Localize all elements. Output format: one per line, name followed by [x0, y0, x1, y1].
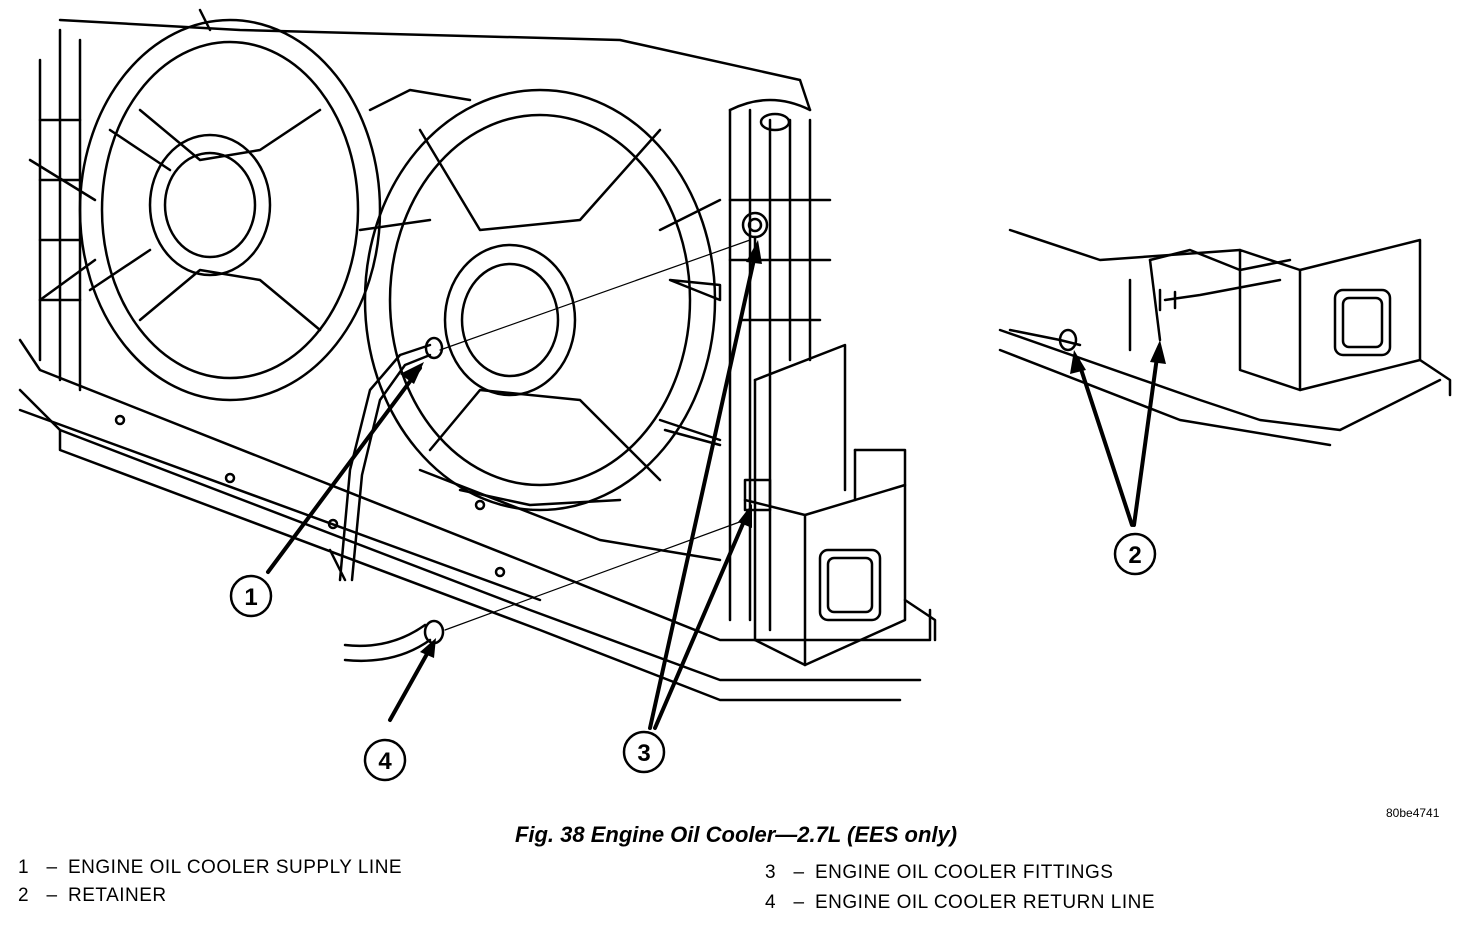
radiator-support-frame — [18, 338, 932, 702]
legend-item-4: 4–ENGINE OIL COOLER RETURN LINE — [765, 892, 1155, 914]
arrow-3b — [653, 510, 750, 730]
legend-label: ENGINE OIL COOLER RETURN LINE — [815, 892, 1156, 913]
arrow-1 — [266, 366, 422, 574]
callout-1: 1 — [229, 574, 273, 618]
radiator-core — [38, 18, 832, 632]
legend-separator: – — [46, 885, 58, 906]
svg-text:4: 4 — [378, 748, 392, 775]
legend-item-2: 2–RETAINER — [18, 885, 167, 907]
legend-label: RETAINER — [68, 885, 167, 906]
left-fan-shroud — [28, 8, 432, 402]
svg-text:2: 2 — [1128, 542, 1141, 569]
callout-3: 3 — [622, 730, 666, 774]
callout-2: 2 — [1113, 532, 1157, 576]
legend-label: ENGINE OIL COOLER SUPPLY LINE — [68, 857, 403, 878]
legend-item-3: 3–ENGINE OIL COOLER FITTINGS — [765, 862, 1113, 884]
svg-text:3: 3 — [637, 740, 650, 767]
image-id: 80be4741 — [1386, 806, 1440, 820]
return-line — [343, 519, 746, 663]
figure-caption: Fig. 38 Engine Oil Cooler—2.7L (EES only… — [514, 822, 958, 847]
supply-line — [338, 239, 751, 582]
arrow-2b — [1132, 348, 1160, 527]
legend-item-1: 1–ENGINE OIL COOLER SUPPLY LINE — [18, 857, 402, 879]
callout-4: 4 — [363, 738, 407, 782]
legend-number: 3 — [765, 862, 777, 883]
arrow-3a — [648, 253, 757, 730]
arrow-heads — [400, 240, 1166, 658]
lower-bracket — [743, 343, 937, 667]
arrow-4 — [388, 643, 434, 722]
engine-oil-cooler-illustration: 1 2 3 4 — [18, 8, 1452, 782]
legend-number: 2 — [18, 885, 30, 906]
legend-separator: – — [793, 892, 805, 913]
leader-arrows — [266, 253, 1160, 730]
legend-label: ENGINE OIL COOLER FITTINGS — [815, 862, 1114, 883]
legend-number: 1 — [18, 857, 30, 878]
legend-separator: – — [46, 857, 58, 878]
right-fan-shroud — [363, 88, 722, 512]
legend-number: 4 — [765, 892, 777, 913]
retainer-inset-detail — [998, 228, 1452, 447]
arrow-2a — [1076, 358, 1134, 527]
svg-text:1: 1 — [244, 584, 257, 611]
legend-separator: – — [793, 862, 805, 883]
